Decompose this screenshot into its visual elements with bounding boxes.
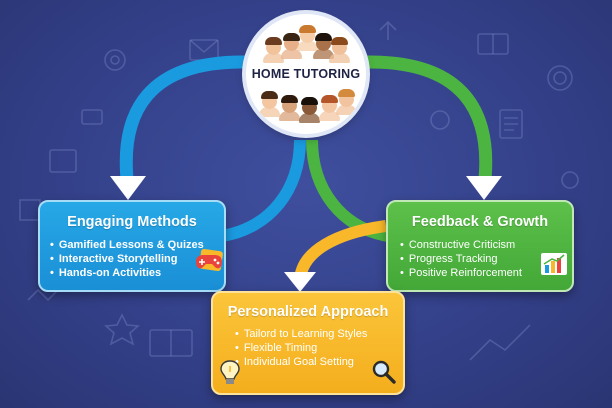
image-icon [49, 149, 77, 173]
yellow-arrowhead [284, 272, 316, 292]
star-icon [104, 313, 140, 346]
list-item: Progress Tracking [400, 252, 522, 266]
feedback-growth-card: Feedback & Growth Constructive Criticism… [386, 200, 574, 292]
list-item: Individual Goal Setting [235, 355, 367, 369]
document-icon [499, 109, 523, 139]
lightbulb-outline-icon [430, 110, 450, 130]
card-title: Personalized Approach [227, 304, 389, 320]
chart-line-icon [469, 324, 531, 361]
list-item: Positive Reinforcement [400, 266, 522, 280]
green-arrowhead [466, 176, 502, 200]
book-icon [477, 33, 509, 55]
gear-icon [104, 49, 126, 71]
blue-return-arc [220, 139, 306, 242]
list-item: Interactive Storytelling [50, 252, 204, 266]
personalized-approach-card: Personalized Approach Tailord to Learnin… [211, 291, 405, 395]
lightbulb-icon [220, 360, 240, 384]
game-controller-icon [196, 248, 223, 272]
engaging-methods-list: Gamified Lessons & Quizes Interactive St… [50, 238, 204, 280]
engaging-methods-card: Engaging Methods Gamified Lessons & Quiz… [38, 200, 226, 292]
personalized-approach-list: Tailord to Learning Styles Flexible Timi… [235, 327, 368, 369]
list-item: Gamified Lessons & Quizes [50, 238, 204, 252]
list-item: Hands-on Activities [50, 266, 204, 280]
yellow-arrow [294, 220, 387, 283]
blue-arrow [119, 55, 255, 195]
list-item: Tailord to Learning Styles [235, 327, 368, 341]
list-item: Flexible Timing [235, 341, 367, 355]
card-title: Engaging Methods [67, 214, 197, 230]
hub-title: HOME TUTORING [251, 67, 361, 81]
feedback-growth-list: Constructive Criticism Progress Tracking… [400, 238, 522, 280]
target-icon [547, 65, 573, 91]
arrow-up-icon [379, 20, 397, 40]
home-tutoring-hub: HOME TUTORING [246, 14, 366, 134]
green-arrow [357, 55, 493, 195]
bar-chart-icon [541, 253, 567, 275]
blue-arrowhead [110, 176, 146, 200]
book-open-icon [149, 329, 193, 357]
card-title: Feedback & Growth [411, 214, 549, 230]
magnifier-icon [372, 360, 396, 384]
list-item: Constructive Criticism [400, 238, 522, 252]
